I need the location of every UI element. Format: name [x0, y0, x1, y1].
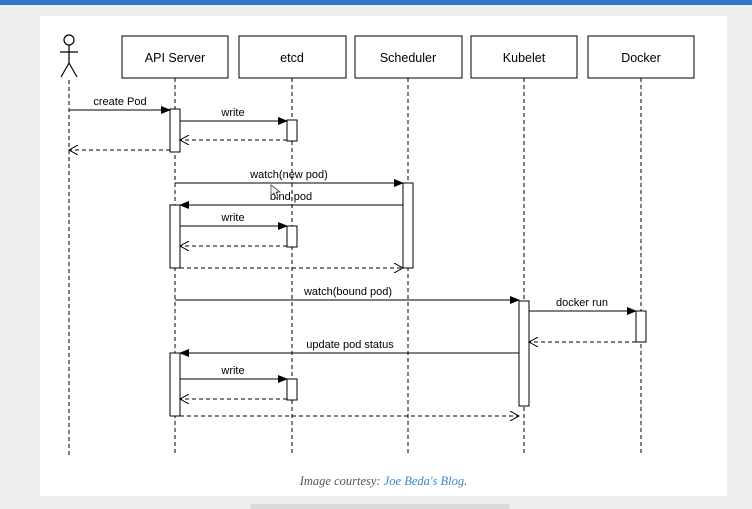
participant-label: Docker — [621, 51, 661, 65]
label-bind-pod: bind pod — [270, 191, 312, 203]
lifelines — [68, 78, 642, 456]
participant-kubelet: Kubelet — [470, 35, 578, 79]
caption-suffix: . — [464, 474, 468, 488]
message-labels: create Pod write watch(new pod) bind pod… — [93, 96, 608, 377]
participant-etcd: etcd — [238, 35, 347, 79]
participant-scheduler: Scheduler — [354, 35, 463, 79]
activation-scheduler — [402, 182, 414, 269]
mouse-cursor-icon — [270, 184, 282, 199]
label-create-pod: create Pod — [93, 96, 146, 108]
label-write-2: write — [220, 212, 244, 224]
label-docker-run: docker run — [556, 297, 608, 309]
activation-docker — [635, 310, 647, 343]
sequence-diagram: API Server etcd Scheduler Kubelet Docker — [60, 34, 695, 456]
participant-api-server: API Server — [121, 35, 229, 79]
participant-label: Kubelet — [503, 51, 546, 65]
actor-user-icon — [60, 34, 78, 78]
participant-label: API Server — [145, 51, 205, 65]
activation-api-3 — [169, 352, 181, 417]
label-write-3: write — [220, 365, 244, 377]
label-write-1: write — [220, 107, 244, 119]
activation-kubelet — [518, 300, 530, 407]
activation-etcd-2 — [286, 225, 298, 248]
figure-caption: Image courtesy: Joe Beda's Blog. — [40, 474, 727, 489]
activation-etcd-1 — [286, 119, 298, 142]
activation-api-2 — [169, 204, 181, 269]
returns — [69, 140, 636, 416]
activation-api-1 — [169, 108, 181, 153]
label-watch-new-pod: watch(new pod) — [249, 169, 328, 181]
label-watch-bound-pod: watch(bound pod) — [303, 286, 392, 298]
bottom-scroll-indicator — [250, 504, 510, 509]
participant-label: Scheduler — [380, 51, 436, 65]
participant-label: etcd — [280, 51, 304, 65]
caption-blog-link[interactable]: Joe Beda's Blog — [383, 474, 465, 488]
caption-prefix: Image courtesy: — [299, 474, 384, 488]
messages — [69, 106, 637, 383]
participant-docker: Docker — [587, 35, 695, 79]
activation-etcd-3 — [286, 378, 298, 401]
activations — [169, 108, 647, 417]
label-update-pod-status: update pod status — [306, 339, 394, 351]
top-accent-bar — [0, 0, 752, 5]
